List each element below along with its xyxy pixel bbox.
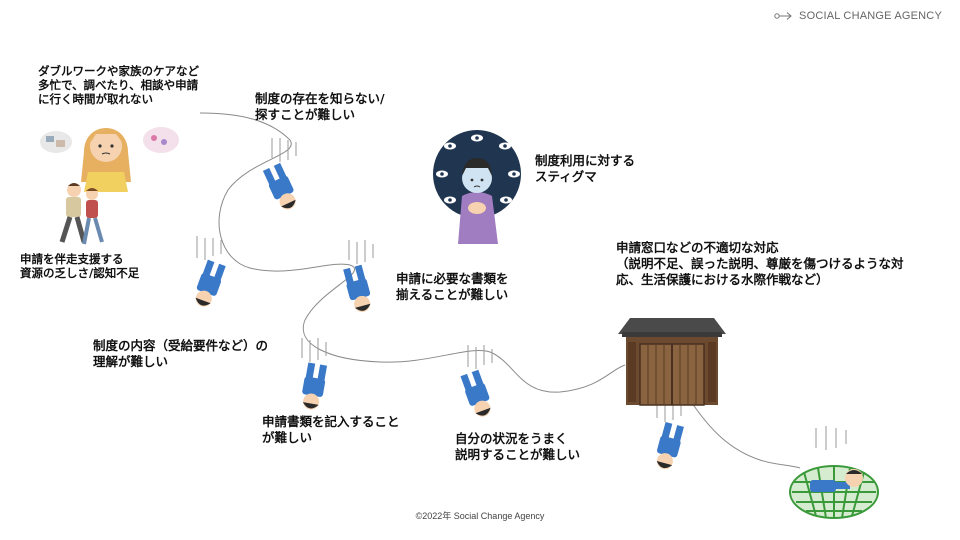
label-lack-support: 申請を伴走支援する 資源の乏しさ/認知不足: [20, 252, 140, 280]
label-unaware: 制度の存在を知らない/ 探すことが難しい: [255, 91, 385, 122]
falling-person-2: [195, 236, 226, 307]
label-content: 制度の内容（受給要件など）の 理解が難しい: [93, 338, 269, 369]
arrow-logo-icon: [774, 12, 792, 20]
falling-person-1: [262, 138, 297, 210]
label-counter: 申請窓口などの不適切な対応 （説明不足、誤った説明、尊厳を傷つけるような対 応、…: [616, 240, 904, 287]
brand-name: SOCIAL CHANGE AGENCY: [799, 10, 942, 22]
falling-person-5: [460, 345, 493, 417]
safety-net-illustration: [789, 426, 879, 519]
label-busy: ダブルワークや家族のケアなど 多忙で、調べたり、相談や申請 に行く時間が取れない: [38, 64, 199, 106]
label-fill-forms: 申請書類を記入すること が難しい: [262, 414, 400, 445]
falling-person-3: [343, 240, 374, 312]
counter-building-illustration: [618, 318, 726, 406]
label-stigma: 制度利用に対する スティグマ: [535, 153, 636, 184]
busy-woman-illustration: [40, 127, 179, 192]
falling-person-6: [656, 398, 684, 470]
falling-person-4: [301, 338, 328, 410]
stigma-illustration: [433, 130, 521, 244]
copyright-footer: ©2022年 Social Change Agency: [415, 511, 545, 521]
label-explain: 自分の状況をうまく 説明することが難しい: [455, 431, 581, 462]
label-documents: 申請に必要な書類を 揃えることが難しい: [396, 271, 509, 302]
supporters-running-illustration: [59, 183, 104, 245]
brand-logo: SOCIAL CHANGE AGENCY: [774, 10, 942, 22]
